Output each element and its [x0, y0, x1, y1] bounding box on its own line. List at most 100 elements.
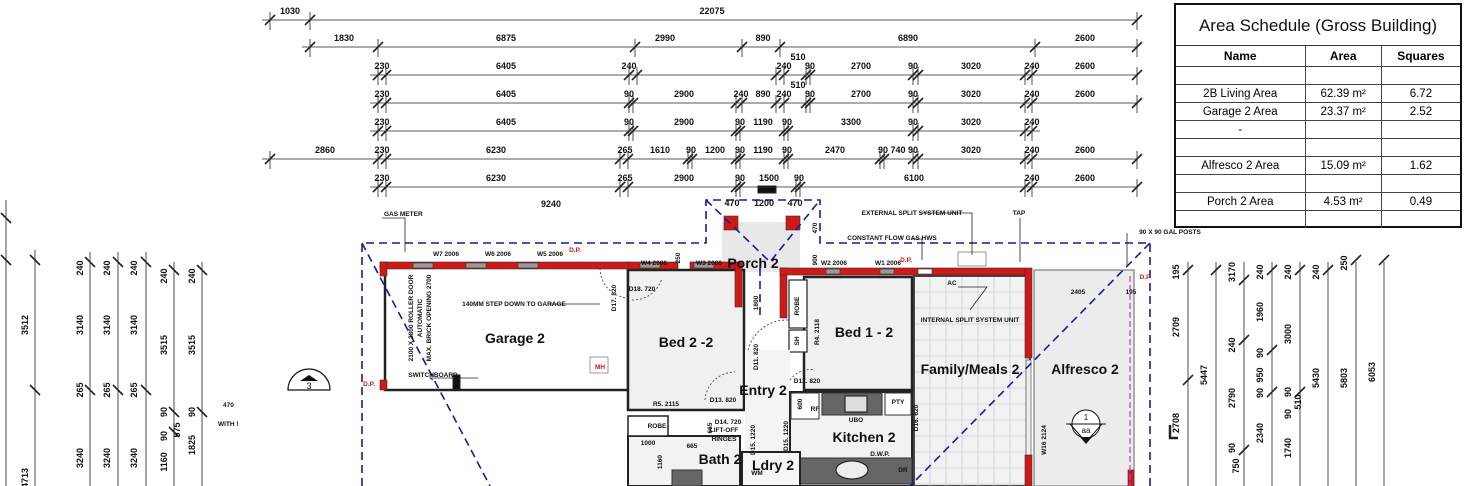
schedule-squares: [1380, 210, 1460, 228]
dimension-label: 950: [1255, 367, 1265, 382]
annotation-label: TAP: [1013, 210, 1026, 217]
area-schedule-title: Area Schedule (Gross Building): [1176, 5, 1460, 46]
dimension-label: 3020: [961, 117, 981, 127]
robe2-outline: [627, 415, 669, 437]
bed1-outline: [802, 275, 914, 392]
dimension-label: 510: [1293, 394, 1303, 409]
annotation-label: D15. 1220: [783, 421, 790, 451]
dimension-label: 90: [686, 145, 696, 155]
dimension-label: 9240: [541, 199, 561, 209]
tick-mark: [1026, 97, 1038, 109]
dimension-label: 2860: [315, 145, 335, 155]
annotation-label: 140MM STEP DOWN TO GARAGE: [462, 301, 566, 308]
annotation-label: 195: [1126, 289, 1137, 296]
dimension-label: 240: [1255, 264, 1265, 279]
mh-hatch: [589, 356, 609, 374]
tick-mark: [1026, 181, 1038, 193]
tick-mark: [380, 181, 392, 193]
tick-mark: [304, 41, 316, 53]
tick-mark: [112, 384, 124, 396]
dimension-label: 90: [908, 89, 918, 99]
dimension-label: 510: [790, 52, 805, 62]
tick-mark: [196, 264, 208, 276]
schedule-area: 4.53 m²: [1304, 192, 1382, 211]
cooktop: [844, 395, 868, 413]
tick-mark: [140, 256, 152, 268]
annotation-label: 470: [812, 222, 819, 233]
annotation-label: DR: [898, 467, 908, 474]
dimension-label: 3000: [1283, 324, 1293, 344]
tick-mark: [29, 384, 41, 396]
annotation-label: D.P.: [569, 247, 581, 254]
dimension-label: 2600: [1075, 89, 1095, 99]
dimension-label: 240: [1024, 117, 1039, 127]
dimension-label: 1160: [159, 452, 169, 472]
dimension-label: 1190: [753, 145, 773, 155]
tick-mark: [168, 264, 180, 276]
dimension-label: 1610: [650, 145, 670, 155]
tick-mark: [736, 41, 748, 53]
annotation-label: W3 2006: [696, 260, 722, 267]
dimension-label: 90: [805, 89, 815, 99]
dimension-label: 90: [624, 117, 634, 127]
elevation-marker: 3: [287, 368, 331, 391]
room-label: Garage 2: [485, 330, 545, 346]
tick-mark: [629, 41, 641, 53]
dimension-label: 90: [1227, 443, 1237, 453]
tick-mark: [778, 97, 790, 109]
dimension-label: 90: [1283, 409, 1293, 419]
tick-mark: [912, 153, 924, 165]
dimension-label: 90: [782, 145, 792, 155]
dimension-label: 90: [908, 117, 918, 127]
tick-mark: [774, 41, 786, 53]
tick-mark: [1019, 69, 1031, 81]
schedule-row: [1176, 66, 1460, 85]
dimension-label: 90: [782, 117, 792, 127]
annotation-label: 665: [707, 422, 714, 433]
dimension-label: 90: [878, 145, 888, 155]
room-label: Bed 2 -2: [659, 334, 714, 350]
tick-mark: [372, 69, 384, 81]
dimension-label: 2470: [825, 145, 845, 155]
door-swing: [631, 277, 663, 301]
tick-mark: [372, 41, 384, 53]
dimension-label: 510: [790, 80, 805, 90]
tick-mark: [140, 384, 152, 396]
tick-mark: [1210, 264, 1222, 276]
schedule-area: [1304, 120, 1382, 139]
door-swing: [599, 267, 629, 299]
tick-mark: [1378, 254, 1390, 266]
area-schedule-table: Area Schedule (Gross Building) Name Area…: [1174, 3, 1462, 228]
annotation-label: WM: [751, 470, 763, 477]
tick-mark: [907, 153, 919, 165]
tick-mark: [734, 125, 746, 137]
dimension-label: 240: [159, 268, 169, 283]
dimension-label: 6875: [496, 33, 516, 43]
tick-mark: [168, 426, 180, 438]
annotation-label: 90 X 90 GAL POSTS: [1139, 229, 1201, 236]
tick-mark: [734, 181, 746, 193]
dimension-label: 240: [1024, 173, 1039, 183]
annotation-label: W5 2006: [537, 251, 563, 258]
annotation-label: D12. 820: [794, 378, 821, 385]
tick-mark: [782, 125, 794, 137]
tick-mark: [1294, 386, 1306, 398]
schedule-name: 2B Living Area: [1176, 84, 1306, 103]
dimension-label: 240: [187, 268, 197, 283]
annotation-label: W16 2124: [1041, 425, 1048, 455]
dimension-label: 240: [1311, 264, 1321, 279]
annotation-label: D11. 820: [753, 344, 760, 370]
dimension-label: 230: [374, 173, 389, 183]
annotation-label: 900: [812, 254, 819, 265]
dimension-label: 240: [733, 89, 748, 99]
annotation-label: ROBE: [648, 423, 667, 430]
annotation-label: MH: [595, 364, 605, 371]
annotation-label: AC: [947, 280, 957, 287]
schedule-name: [1176, 138, 1306, 157]
tick-mark: [0, 212, 12, 224]
plan-structure: [361, 185, 1151, 486]
dimension-label: 265: [617, 173, 632, 183]
leader-lines: [382, 212, 1128, 381]
schedule-squares: 1.62: [1380, 156, 1460, 175]
